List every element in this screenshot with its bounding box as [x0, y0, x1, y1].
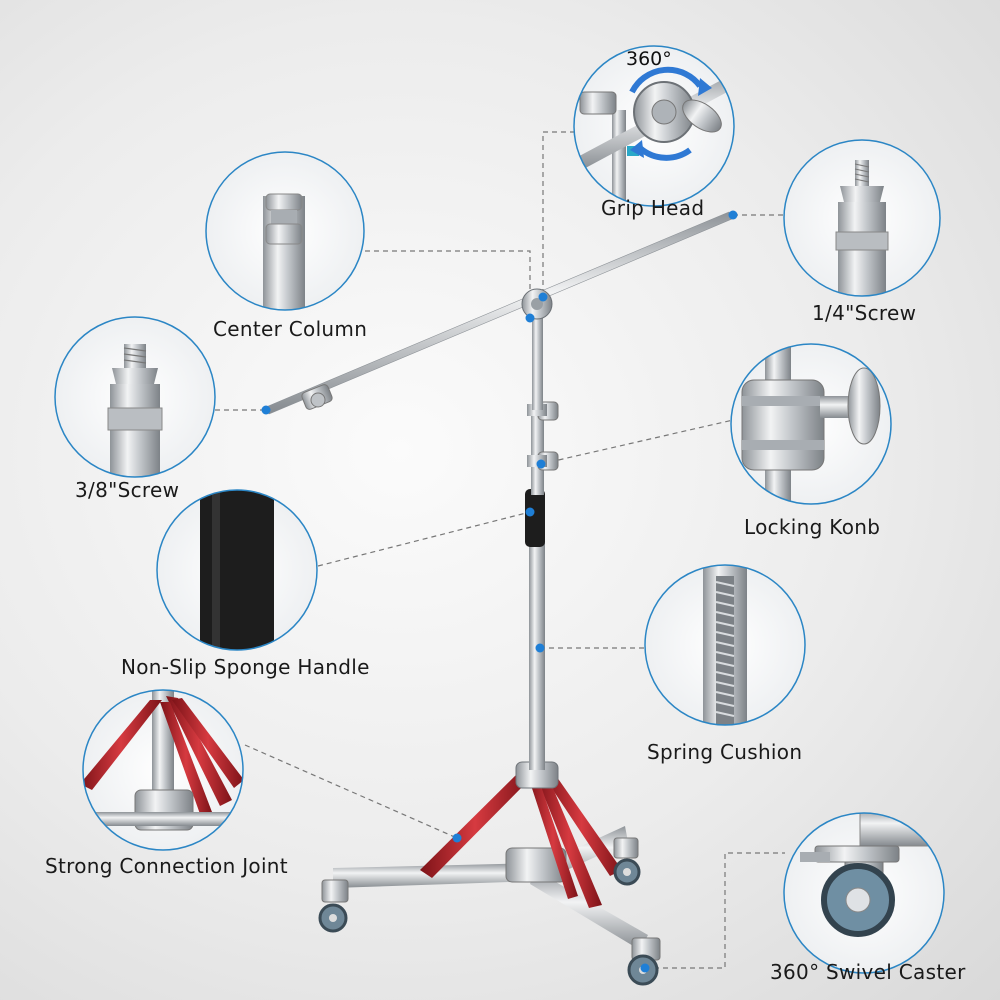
c-stand — [265, 211, 733, 986]
sponge-handle-label: Non-Slip Sponge Handle — [121, 655, 370, 679]
connection-joint-label: Strong Connection Joint — [45, 854, 288, 878]
lower-column — [529, 540, 545, 770]
center-column-label: Center Column — [213, 317, 368, 341]
caster-left — [318, 879, 349, 933]
caster-right — [613, 837, 641, 886]
detail-quarter-screw — [783, 139, 941, 297]
locking-knob-label: Locking Konb — [744, 515, 881, 539]
three-eighths-screw-label: 3/8"Screw — [75, 478, 180, 502]
grip-head-label: Grip Head — [601, 196, 705, 220]
rotation-label: 360° — [626, 48, 672, 70]
middle-column — [531, 405, 544, 495]
red-leg-inner — [528, 774, 578, 899]
anchor-dots — [261, 210, 738, 973]
detail-spring-cushion — [644, 564, 806, 726]
red-leg-right — [541, 770, 622, 876]
red-leg-front — [536, 774, 602, 908]
caster-front — [627, 937, 661, 986]
red-leg-left — [420, 772, 530, 878]
swivel-caster-label: 360° Swivel Caster — [770, 960, 966, 984]
detail-sponge-handle — [156, 489, 318, 651]
base-rail-front — [530, 870, 648, 950]
sponge-handle — [525, 489, 545, 547]
base-rail-left — [333, 863, 540, 888]
leader-lines — [215, 131, 785, 969]
detail-swivel-caster — [783, 812, 945, 974]
quarter-screw-label: 1/4"Screw — [812, 301, 917, 325]
upper-column — [532, 310, 543, 410]
detail-connection-joint — [82, 689, 244, 851]
detail-center-column — [205, 151, 365, 311]
spring-cushion-label: Spring Cushion — [647, 740, 803, 764]
detail-locking-knob — [730, 343, 892, 505]
boom-end-clamp — [301, 384, 333, 410]
detail-three-eighths-screw — [54, 316, 216, 478]
detail-grip-head — [573, 45, 735, 207]
